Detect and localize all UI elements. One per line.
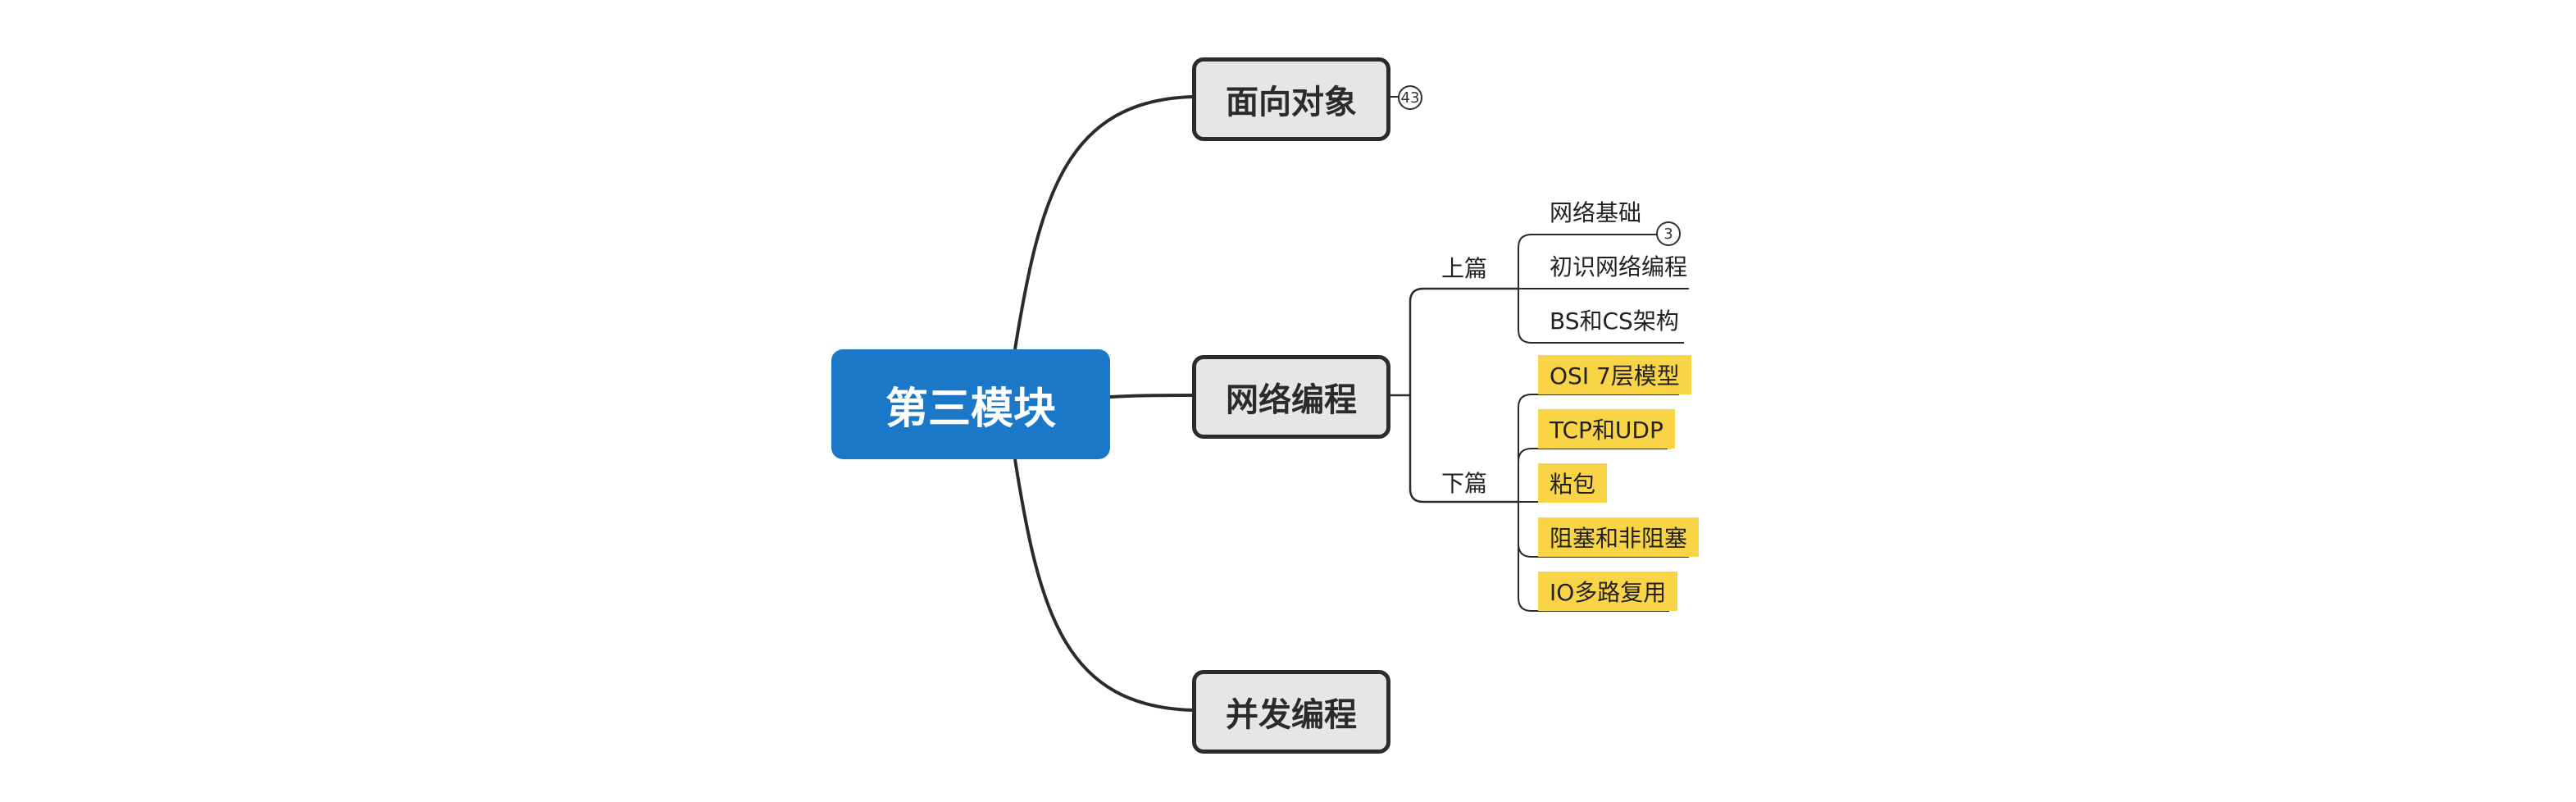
connector-lower-leaf-1 <box>1518 394 1679 502</box>
collapsed-count-badge[interactable]: 3 <box>1656 221 1681 246</box>
connector-root-oop <box>1013 95 1195 350</box>
leaf-bs-cs-architecture[interactable]: BS和CS架构 <box>1550 308 1679 335</box>
connector-upper-leaf-3 <box>1518 289 1684 344</box>
topic-oop-label: 面向对象 <box>1226 84 1357 121</box>
topic-concurrency[interactable]: 并发编程 <box>1192 670 1390 754</box>
leaf-osi-model[interactable]: OSI 7层模型 <box>1538 355 1691 394</box>
connector-lower-leaf-2 <box>1518 448 1668 502</box>
leaf-network-basics[interactable]: 网络基础 <box>1550 199 1642 226</box>
topic-oop[interactable]: 面向对象 <box>1192 57 1390 141</box>
leaf-sticky-packet[interactable]: 粘包 <box>1538 463 1608 503</box>
connector-upper-leaf-1 <box>1518 234 1659 289</box>
leaf-tcp-udp[interactable]: TCP和UDP <box>1538 409 1675 449</box>
topic-network[interactable]: 网络编程 <box>1192 355 1390 439</box>
subtopic-lower[interactable]: 下篇 <box>1441 470 1488 497</box>
collapsed-count-text: 3 <box>1663 225 1673 243</box>
connector-root-concurrency <box>1013 458 1195 712</box>
root-topic[interactable]: 第三模块 <box>831 349 1110 459</box>
topic-network-label: 网络编程 <box>1226 381 1357 419</box>
connector-lower-leaf-5 <box>1518 502 1669 612</box>
collapsed-count-badge[interactable]: 43 <box>1398 85 1422 110</box>
connector-lower <box>1409 395 1518 504</box>
connector-upper <box>1409 287 1518 395</box>
root-topic-label: 第三模块 <box>885 384 1056 434</box>
connector-root-network <box>1109 394 1195 399</box>
leaf-io-multiplexing[interactable]: IO多路复用 <box>1538 572 1678 611</box>
leaf-blocking-nonblocking[interactable]: 阻塞和非阻塞 <box>1538 517 1700 557</box>
leaf-intro-network-programming[interactable]: 初识网络编程 <box>1550 253 1688 280</box>
collapsed-count-text: 43 <box>1400 89 1420 107</box>
subtopic-upper[interactable]: 上篇 <box>1441 255 1488 282</box>
topic-concurrency-label: 并发编程 <box>1226 696 1357 734</box>
